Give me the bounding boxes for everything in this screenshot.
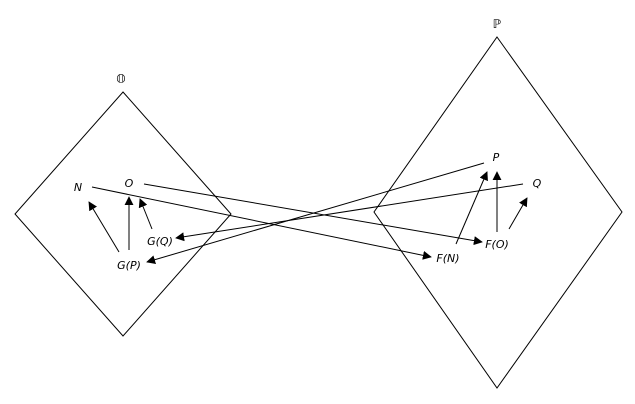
object-fo-label: F(O): [485, 238, 509, 251]
object-n-label: N: [74, 181, 82, 194]
category-p-label: ℙ: [493, 17, 501, 31]
arrow-fn-to-p: [455, 171, 488, 245]
category-p-diamond: [373, 36, 623, 389]
object-fn-label: F(N): [436, 252, 459, 265]
category-o-diamond: [14, 91, 232, 337]
arrow-n-to-fn: [91, 186, 432, 260]
arrow-p-to-gp: [146, 162, 485, 265]
arrow-q-to-gq: [175, 183, 524, 242]
object-gp-label: G(P): [117, 259, 141, 272]
arrow-gp-to-n: [88, 201, 120, 253]
object-q-label: Q: [533, 177, 542, 190]
object-p-label: P: [493, 151, 500, 164]
category-o-label: 𝕆: [116, 72, 125, 86]
arrow-fo-to-q: [508, 197, 528, 230]
object-o-label: O: [125, 177, 134, 190]
arrow-gq-to-o: [138, 198, 153, 230]
object-gq-label: G(Q): [147, 235, 173, 248]
